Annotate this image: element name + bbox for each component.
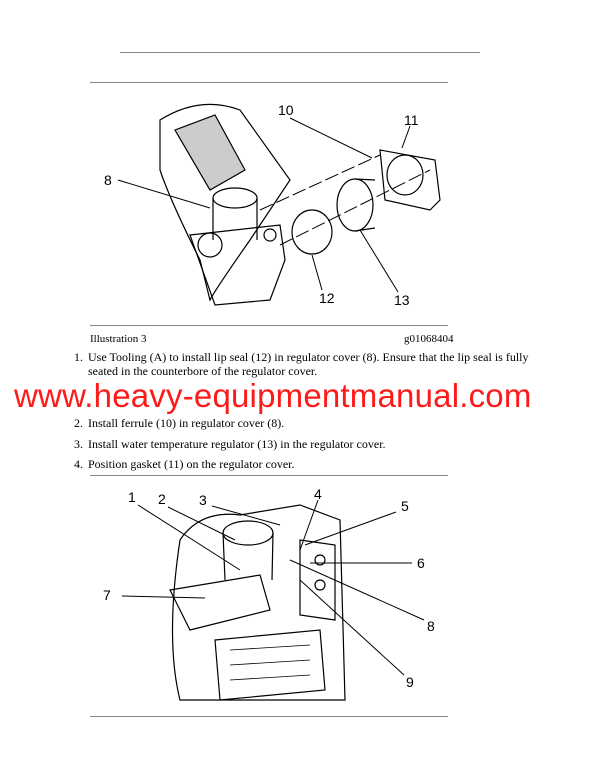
callout-13: 13 (394, 292, 410, 308)
illustration-top-rule (90, 82, 448, 83)
callout-2: 2 (158, 491, 166, 507)
callout-11: 11 (404, 112, 419, 128)
callout-8b: 8 (427, 618, 435, 634)
step-3-text: Install water temperature regulator (13)… (88, 437, 386, 451)
callout-6: 6 (417, 555, 425, 571)
callout-10: 10 (278, 102, 294, 118)
step-3-number: 3. (74, 437, 83, 451)
illustration-2-top-rule (90, 475, 448, 476)
step-2-text: Install ferrule (10) in regulator cover … (88, 416, 285, 430)
callout-7: 7 (103, 587, 111, 603)
callout-5: 5 (401, 498, 409, 514)
header-rule (120, 52, 480, 53)
regulator-cover-drawing (159, 103, 441, 306)
step-1-text: Use Tooling (A) to install lip seal (12)… (88, 350, 529, 364)
leader-lines (117, 117, 431, 293)
step-4-number: 4. (74, 457, 83, 471)
illustration-2-bottom-rule (90, 716, 448, 717)
leader-lines-2 (121, 499, 425, 676)
callout-12: 12 (319, 290, 335, 306)
callout-8: 8 (104, 172, 112, 188)
illustration-caption: Illustration 3 (90, 333, 147, 345)
step-4-text: Position gasket (11) on the regulator co… (88, 457, 295, 471)
callout-9: 9 (406, 674, 414, 690)
graphic-id: g01068404 (404, 333, 454, 345)
callout-4: 4 (314, 486, 322, 502)
step-2-number: 2. (74, 416, 83, 430)
illustration-bottom-rule (90, 325, 448, 326)
step-1-text-cont: seated in the counterbore of the regulat… (88, 364, 318, 378)
pump-assembly-drawing (169, 504, 346, 701)
watermark: www.heavy-equipmentmanual.com (14, 377, 532, 414)
step-1-number: 1. (74, 350, 83, 364)
callout-1: 1 (128, 489, 136, 505)
callout-3: 3 (199, 492, 207, 508)
